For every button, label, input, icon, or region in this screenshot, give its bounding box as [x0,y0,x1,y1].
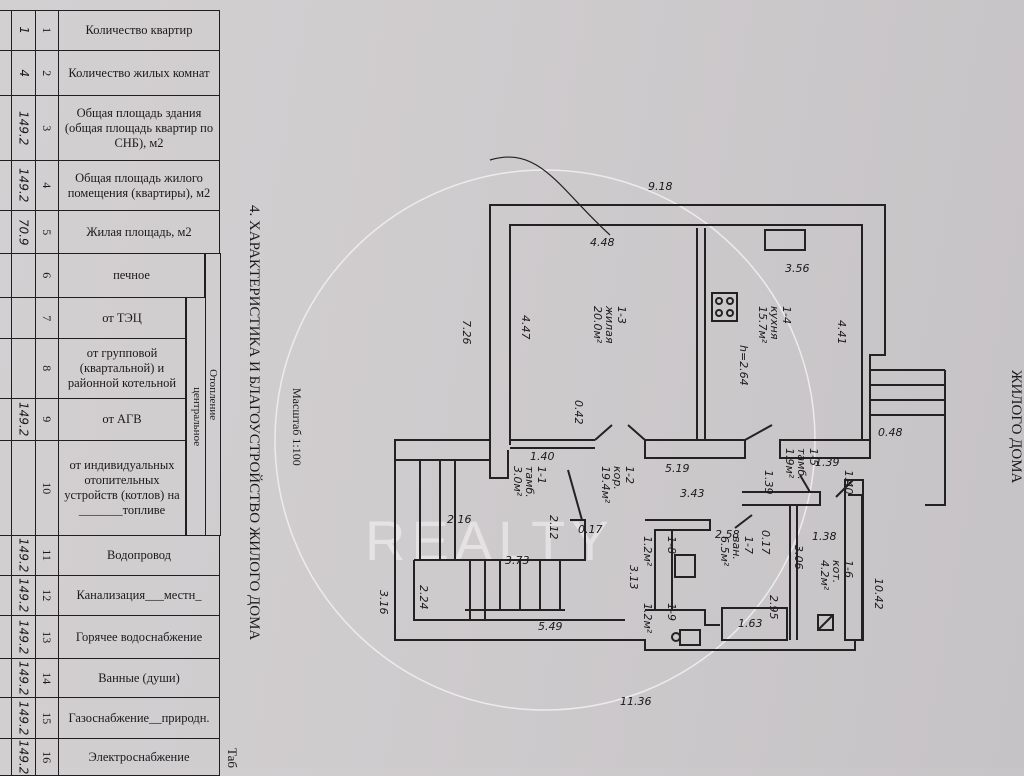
table-row-label-text: Количество квартир [85,23,193,37]
room-id: 1-9 [665,603,678,621]
table-row-label-text: Ванные (души) [98,670,180,685]
table-row-label: от индивидуальных отопительных устройств… [58,440,186,536]
dimension-label: 0.17 [759,530,772,555]
dimension-label: 1.40 [842,470,855,495]
room-area: 1.2м² [641,536,654,567]
dimension-label: 0.48 [878,426,903,439]
room-name: жилая [603,305,616,344]
dimension-label: 2.12 [547,515,560,540]
room-area: 19.4м² [599,466,612,504]
watermark: REALTY [365,509,615,572]
dimension-label: 1.38 [812,530,837,543]
room-name: тамб. [795,448,808,480]
dimension-label: 9.18 [648,180,673,193]
dimension-label: 2.24 [417,585,430,610]
room-area: 15.7м² [756,306,769,344]
room-id: 1-8 [665,536,678,554]
room-name: кор. [611,466,624,490]
room-name: кухня [768,306,781,340]
dimension-label: 10.42 [872,578,885,610]
room-name: кот. [830,560,843,583]
table-row-label-text: Количество жилых комнат [68,65,210,80]
table-row-label: Общая площадь здания (общая площадь квар… [58,95,220,161]
table-row-label-text: Водопровод [106,548,172,562]
dimension-label: 5.19 [665,462,690,475]
table-row-label-text: Электроснабжение [88,749,190,764]
room-area: 1.2м² [641,603,654,634]
table-row-label-text: от АГВ [102,412,142,426]
room-area: 1.9м² [783,448,796,479]
table-row-label-text: Общая площадь здания (общая площадь квар… [64,105,214,150]
table-row-label-text: Горячее водоснабжение [75,629,203,644]
dimension-label: 7.26 [460,320,473,345]
dimension-label: 1.39 [815,456,840,469]
room-id: 1-3 [615,306,628,324]
table-row-label-text: Общая площадь жилого помещения (квартиры… [67,170,211,200]
room-area: 4.2м² [818,560,831,591]
table-row-label: Общая площадь жилого помещения (квартиры… [58,160,220,211]
room-id: 1-7 [742,536,755,554]
dimension-label: 4.47 [519,315,532,340]
heating-group: Отопление [205,253,221,536]
table-row-label-text: от индивидуальных отопительных устройств… [64,458,180,517]
dimension-label: 3.56 [785,262,810,275]
dimension-label: 1.40 [530,450,555,463]
room-id: 1-2 [623,466,636,484]
table-row-label-text: Канализация___местн_ [76,588,202,602]
dimension-label: 5.49 [538,620,563,633]
dimension-label: h=2.64 [737,345,750,386]
dimension-label: 3.43 [680,487,705,500]
room-id: 1-1 [535,466,548,484]
dimension-label: 0.17 [578,523,603,536]
dimension-label: 4.48 [590,236,615,249]
dimension-label: 3.13 [627,565,640,590]
table-row-label-text: от ТЭЦ [102,310,142,325]
dimension-label: 0.42 [572,400,585,425]
room-id: 1-5 [807,448,820,466]
dimension-label: 3.73 [505,554,530,567]
room-name: тамб. [523,466,536,498]
dimension-label: 11.36 [620,695,652,708]
room-area: 20.0м² [591,306,604,344]
dimension-label: 2.16 [447,513,472,526]
dimension-label: 2.95 [767,595,780,620]
dimension-label: 4.41 [835,320,848,345]
table-row-label-text: Газоснабжение__природн. [68,710,210,725]
dimension-label: 1.39 [762,470,775,495]
dimension-label: 3.06 [792,545,805,570]
room-id: 1-4 [780,306,793,324]
dimension-label: 1.63 [738,617,763,630]
table-row-label-text: Жилая площадь, м2 [86,224,192,239]
room-area: 3.0м² [511,466,524,497]
dimension-label: 2.58 [715,528,740,541]
room-name: ван. [730,536,743,560]
room-area: 6.5м² [718,536,731,567]
table-row-label-text: от групповой (квартальной) и районной ко… [67,346,177,390]
dimension-label: 3.16 [377,590,390,615]
room-id: 1-6 [842,560,855,578]
table-row-label-text: печное [113,268,150,282]
